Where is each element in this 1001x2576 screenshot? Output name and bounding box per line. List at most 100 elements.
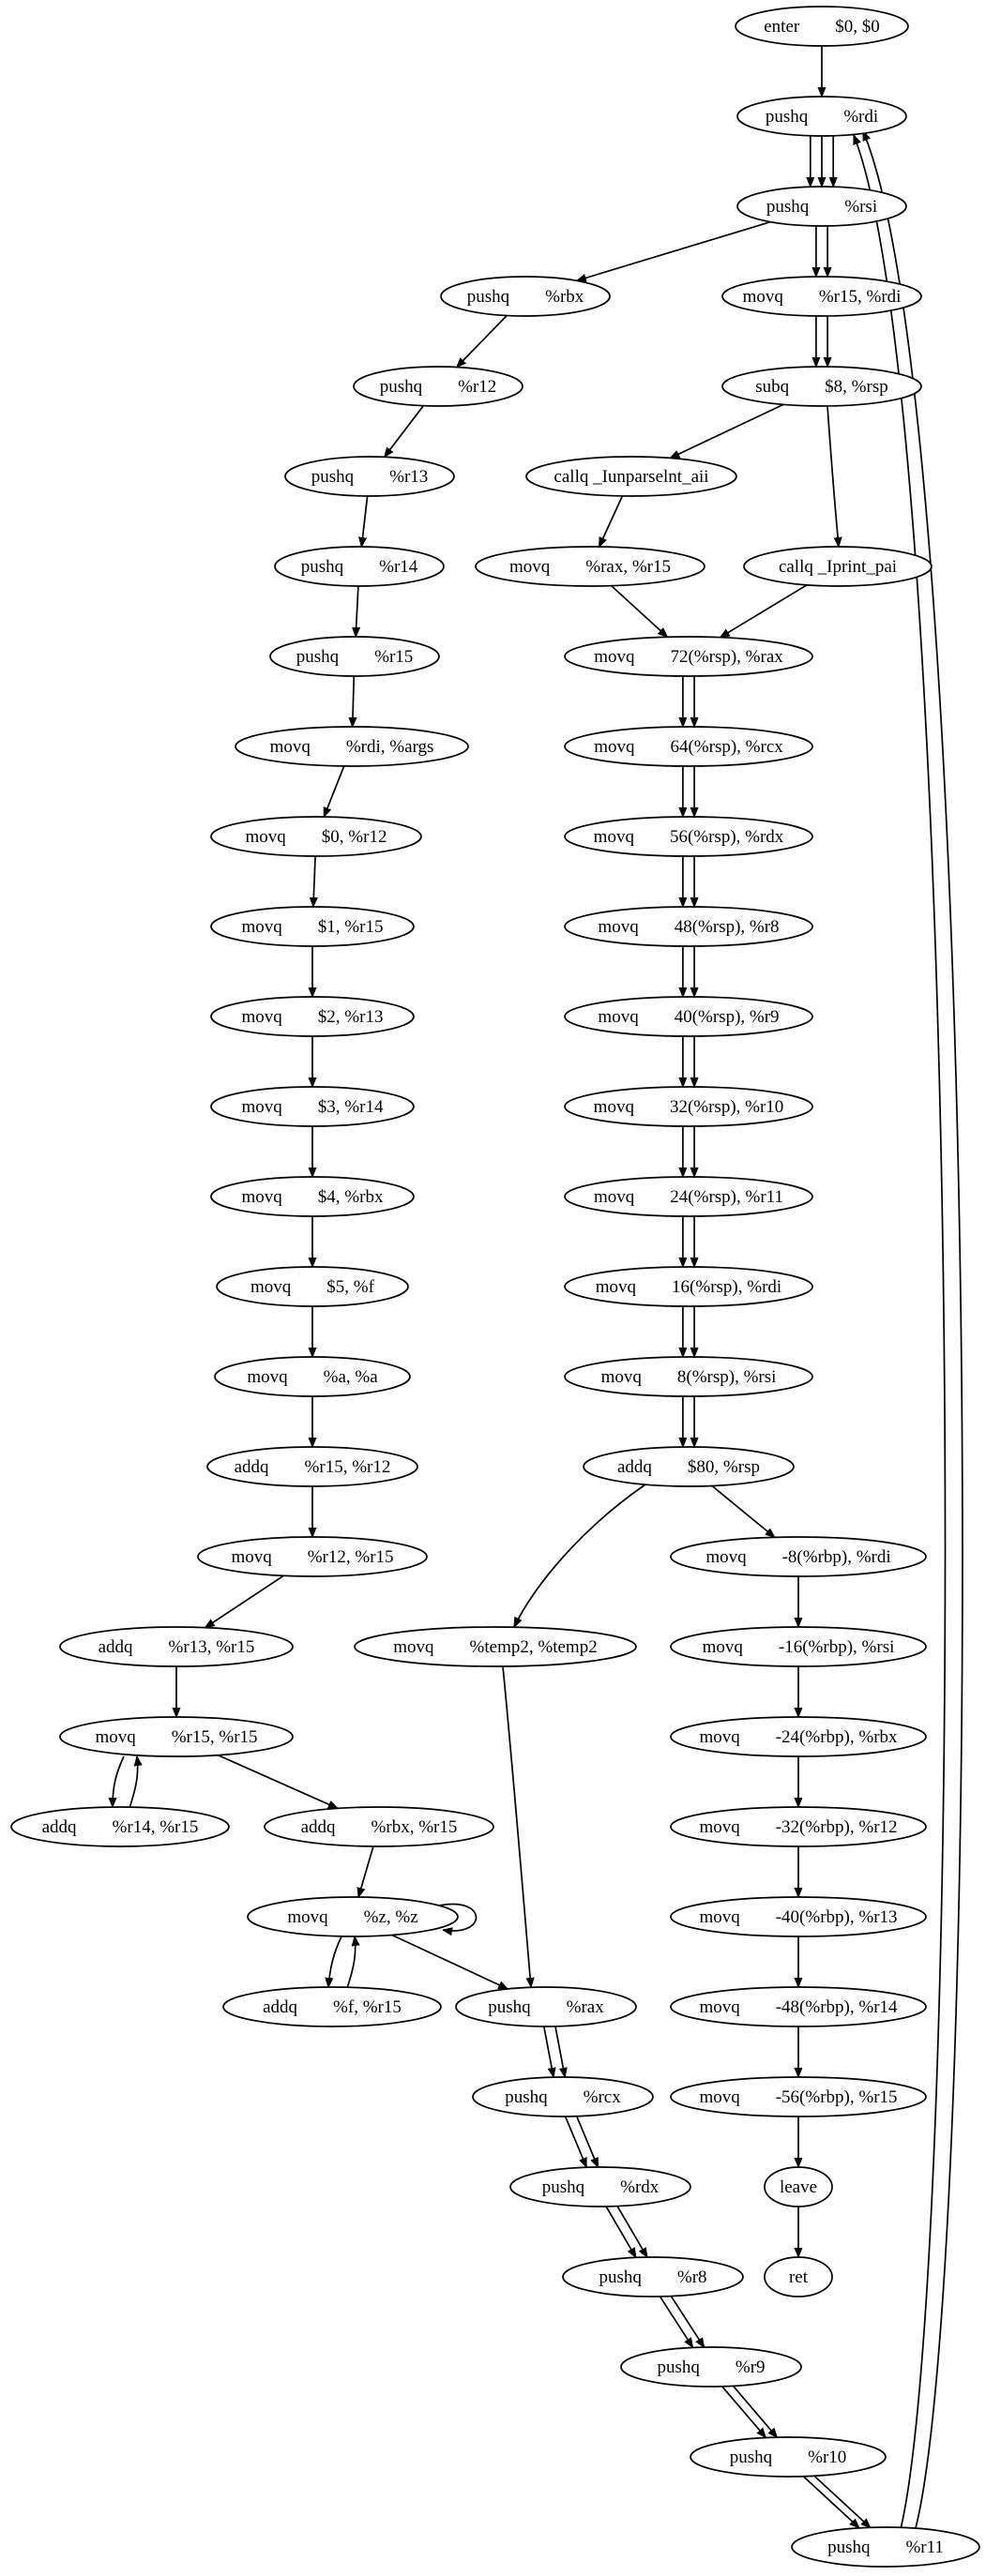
node-label: pushq %r11 [827, 2538, 944, 2557]
node-label: pushq %r10 [730, 2448, 847, 2467]
edge-n12-to-n14 [353, 675, 355, 727]
node-label: movq $4, %rbx [242, 1187, 384, 1207]
graph-node-n19: movq 48(%rsp), %r8 [564, 906, 813, 947]
edge-n31-to-n35 [513, 1484, 646, 1627]
node-ellipse [269, 636, 440, 677]
edge-arrow [564, 2116, 587, 2167]
graph-node-n16: movq $0, %r12 [210, 816, 422, 857]
graph-node-n28: movq %a, %a [214, 1356, 411, 1397]
graph-node-n27: movq 16(%rsp), %rdi [564, 1266, 813, 1307]
edge-n42-to-n42 [438, 1903, 478, 1931]
graph-node-n2: pushq %rsi [736, 186, 907, 227]
node-ellipse [562, 2256, 744, 2297]
graph-node-n35: movq %temp2, %temp2 [354, 1626, 637, 1667]
node-label: subq $8, %rsp [755, 377, 887, 397]
node-label: movq -32(%rbp), %r12 [699, 1817, 897, 1837]
edge-arrow [720, 2386, 766, 2438]
node-ellipse [620, 2346, 802, 2388]
graph-node-n41: movq -32(%rbp), %r12 [670, 1806, 927, 1847]
edge-arrow [328, 1936, 342, 1987]
graph-node-n3: pushq %rbx [440, 276, 611, 317]
graph-node-n6: subq $8, %rsp [721, 366, 922, 407]
edge-arrow [129, 1756, 138, 1809]
node-ellipse [564, 726, 813, 767]
node-ellipse [222, 1986, 442, 2027]
edge-arrow [353, 675, 355, 727]
node-label: leave [780, 2177, 817, 2197]
edge-arrow [323, 765, 345, 817]
node-ellipse [564, 1356, 813, 1397]
node-ellipse [670, 2076, 927, 2117]
edge-arrow [711, 1484, 775, 1538]
graph-node-n1: pushq %rdi [736, 96, 907, 137]
edge-n54-to-n55-1 [802, 2475, 859, 2528]
edge-arrow [438, 1903, 478, 1931]
node-ellipse [274, 546, 445, 587]
node-ellipse [670, 1896, 927, 1937]
node-ellipse [564, 906, 813, 947]
node-ellipse [583, 1446, 795, 1487]
node-ellipse [210, 1176, 415, 1217]
edge-n7-to-n9 [361, 495, 369, 547]
node-label: movq $0, %r12 [246, 827, 387, 847]
node-ellipse [59, 1716, 294, 1757]
edge-arrow [542, 2026, 554, 2077]
node-label: movq $3, %r14 [242, 1097, 384, 1117]
edge-arrow [605, 2206, 637, 2257]
node-ellipse [197, 1536, 428, 1577]
edge-n51-to-n53-2 [670, 2296, 705, 2347]
graph-node-n40: addq %rbx, %r15 [264, 1806, 494, 1847]
node-label: enter $0, $0 [764, 17, 879, 37]
node-ellipse [475, 546, 705, 587]
node-ellipse [564, 1086, 813, 1127]
edge-arrow [827, 405, 839, 547]
node-label: callq _Iprint_pai [779, 557, 897, 577]
node-label: addq %rbx, %r15 [301, 1817, 458, 1837]
node-ellipse [564, 1266, 813, 1307]
node-label: movq %temp2, %temp2 [393, 1637, 597, 1657]
edge-n35-to-n45 [502, 1665, 531, 1987]
node-label: movq 24(%rsp), %r11 [594, 1187, 783, 1207]
edge-arrow [853, 135, 947, 2530]
edge-arrow [577, 220, 771, 281]
edge-n47-to-n49-2 [576, 2116, 599, 2167]
node-ellipse [210, 816, 422, 857]
graph-node-n23: movq 32(%rsp), %r10 [564, 1086, 813, 1127]
node-ellipse [264, 1806, 494, 1847]
node-label: addq $80, %rsp [617, 1457, 760, 1477]
graph-node-n11: callq _Iprint_pai [743, 546, 933, 587]
edge-arrow [313, 855, 315, 907]
node-label: ret [789, 2267, 809, 2287]
node-ellipse [764, 2166, 833, 2207]
graph-node-n22: movq $3, %r14 [210, 1086, 415, 1127]
edge-arrow [576, 2116, 599, 2167]
node-label: addq %f, %r15 [263, 1997, 402, 2017]
node-label: pushq %r9 [657, 2358, 765, 2377]
node-ellipse [721, 276, 922, 317]
node-label: movq %r12, %r15 [231, 1547, 393, 1567]
edge-arrow [457, 314, 508, 368]
graph-node-n44: addq %f, %r15 [222, 1986, 442, 2027]
node-ellipse [736, 96, 907, 137]
edge-arrow [862, 131, 963, 2529]
edge-n45-to-n47-2 [554, 2026, 565, 2077]
edge-arrow [113, 1755, 125, 1807]
node-ellipse [59, 1626, 294, 1667]
graph-node-n8: callq _Iunparselnt_aii [525, 456, 737, 497]
node-label: movq $2, %r13 [242, 1007, 384, 1027]
node-ellipse [564, 636, 813, 677]
node-label: movq -16(%rbp), %rsi [703, 1637, 895, 1657]
node-label: movq 48(%rsp), %r8 [598, 917, 779, 937]
node-ellipse [670, 1806, 927, 1847]
edge-n55-to-n1-1 [862, 131, 963, 2529]
graph-node-n17: movq 56(%rsp), %rdx [564, 816, 813, 857]
graph-node-n14: movq %rdi, %args [235, 726, 469, 767]
node-ellipse [564, 816, 813, 857]
node-label: movq 72(%rsp), %rax [594, 647, 783, 667]
edge-n5-to-n7 [385, 405, 424, 458]
node-ellipse [455, 1986, 637, 2027]
node-label: pushq %r14 [301, 557, 418, 577]
edge-arrow [670, 2296, 705, 2347]
graph-node-n50: leave [764, 2166, 833, 2207]
edge-n8-to-n10 [598, 495, 624, 547]
